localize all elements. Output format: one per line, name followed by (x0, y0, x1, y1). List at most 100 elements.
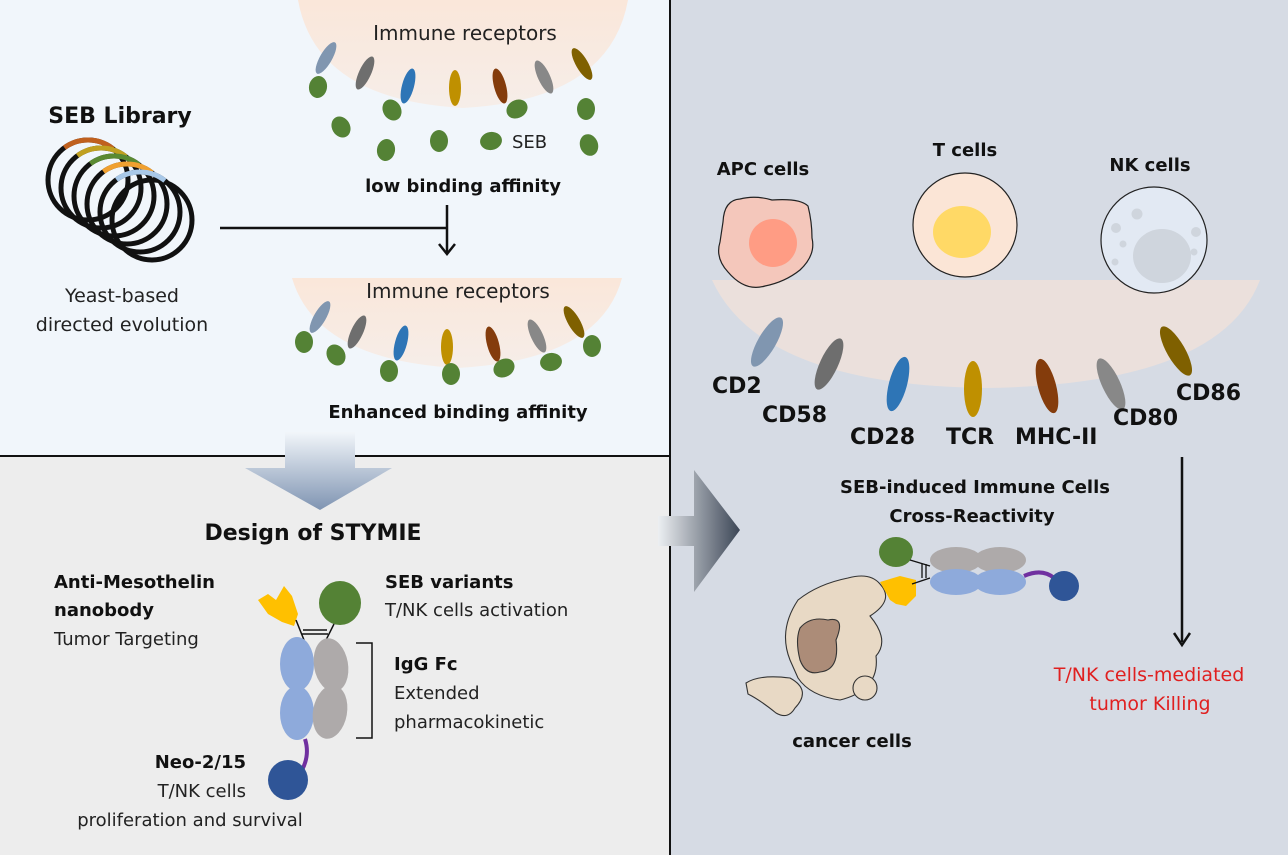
neo-2-15-shape (268, 760, 308, 800)
top-receptors-title: Immune receptors (373, 21, 557, 45)
nanobody-desc: Tumor Targeting (53, 629, 199, 650)
apc-cells-label: APC cells (717, 159, 810, 180)
seb-molecule (493, 358, 515, 378)
seb-molecule (380, 360, 398, 382)
receptor-mhc-ii (485, 326, 501, 362)
top-receptor-group (308, 42, 599, 161)
right-arrow-icon (658, 470, 740, 592)
seb-library-title: SEB Library (48, 104, 192, 129)
seb-molecule (506, 99, 528, 119)
receptor-label-cd28: CD28 (850, 425, 915, 450)
receptor-cd80 (534, 60, 554, 94)
killing-arrow-icon (1172, 457, 1192, 648)
cross-reactivity-line1: SEB-induced Immune Cells (840, 477, 1110, 498)
receptor-cd28 (393, 325, 409, 361)
nk-cell-icon (1100, 186, 1208, 294)
design-title: Design of STYMIE (204, 521, 421, 546)
library-variant-segment (75, 145, 128, 159)
receptor-cd28 (400, 68, 416, 104)
seb-variants-desc: T/NK cells activation (384, 600, 568, 621)
receptor-mhc-ii (492, 68, 508, 104)
seb-library-plasmid-icon (45, 137, 195, 263)
selection-arrow-icon (220, 205, 456, 257)
fc-desc-line1: Extended (394, 683, 480, 704)
receptor-cd2 (315, 42, 337, 74)
receptor-tcr (449, 70, 461, 106)
receptor-cd80 (527, 319, 547, 353)
seb-molecule (382, 99, 402, 121)
stymie-molecule-icon (258, 581, 373, 800)
seb-molecule (308, 76, 328, 98)
library-variant-segment (62, 137, 115, 151)
receptor-label-cd58: CD58 (762, 403, 827, 428)
fc-domain-ch2-right (313, 638, 349, 692)
killing-line1: T/NK cells-mediated (1053, 664, 1245, 686)
down-arrow-icon (245, 432, 392, 510)
membrane-right (712, 280, 1260, 388)
bound-stymie-icon (879, 537, 1079, 606)
fc-domain-ch3-right (312, 685, 348, 739)
seb-molecule (295, 331, 313, 353)
cancer-cells-label: cancer cells (792, 731, 912, 752)
receptor-cd58 (355, 56, 375, 90)
seb-shape (319, 581, 361, 625)
library-variant-segment (101, 161, 154, 175)
seb-label: SEB (512, 132, 547, 153)
t-cell-icon (912, 172, 1018, 278)
receptor-label-cd80: CD80 (1113, 406, 1178, 431)
t-cells-label: T cells (933, 140, 997, 161)
nanobody-title-line1: Anti-Mesothelin (54, 572, 215, 593)
receptor-tcr (964, 361, 982, 417)
nanobody-title-line2: nanobody (54, 600, 154, 621)
fc-desc-line2: pharmacokinetic (394, 712, 544, 733)
enhanced-affinity-label: Enhanced binding affinity (328, 402, 588, 423)
receptor-cd2 (309, 301, 331, 333)
receptor-cd58 (347, 315, 367, 349)
library-variant-segment (114, 169, 167, 183)
panel-right (670, 0, 1288, 855)
receptor-label-mhc-ii: MHC-II (1015, 425, 1097, 450)
library-variant-segment (88, 153, 141, 167)
seb-molecule (430, 130, 448, 152)
fc-title: IgG Fc (394, 654, 458, 675)
receptor-cd86 (563, 306, 585, 338)
bottom-receptors-title: Immune receptors (366, 279, 550, 303)
library-caption-line2: directed evolution (36, 314, 208, 336)
receptor-cd58 (814, 338, 844, 390)
neo-title: Neo-2/15 (155, 752, 246, 773)
seb-molecule (577, 98, 595, 120)
cross-reactivity-line2: Cross-Reactivity (889, 506, 1055, 527)
apc-cell-icon (718, 196, 814, 288)
nanobody-shape (258, 586, 298, 626)
receptor-label-tcr: TCR (946, 425, 994, 450)
seb-molecule (442, 363, 460, 385)
seb-molecule (376, 139, 396, 161)
receptor-cd86 (1159, 326, 1193, 376)
plasmid-ring (109, 177, 195, 263)
receptor-cd28 (886, 356, 910, 412)
cancer-cell-icon (745, 575, 887, 717)
receptor-label-cd86: CD86 (1176, 381, 1241, 406)
receptor-cd80 (1096, 358, 1126, 410)
seb-molecule (579, 134, 599, 156)
neo-desc-line2: proliferation and survival (77, 810, 303, 831)
fc-domain-ch3-left (280, 686, 314, 740)
receptor-cd86 (571, 48, 593, 80)
bottom-receptor-group (295, 301, 601, 385)
seb-molecule (326, 344, 346, 366)
receptor-cd2 (750, 317, 784, 367)
seb-molecule (583, 335, 601, 357)
killing-line2: tumor Killing (1089, 693, 1210, 715)
seb-molecule (331, 116, 351, 138)
seb-molecule (480, 131, 502, 151)
neo-desc-line1: T/NK cells (157, 781, 246, 802)
library-caption-line1: Yeast-based (64, 285, 179, 307)
seb-molecule (540, 352, 562, 372)
receptor-mhc-ii (1035, 358, 1059, 414)
receptor-label-cd2: CD2 (712, 374, 762, 399)
nk-cells-label: NK cells (1109, 155, 1190, 176)
receptor-tcr (441, 329, 453, 365)
fc-bracket (356, 642, 373, 739)
